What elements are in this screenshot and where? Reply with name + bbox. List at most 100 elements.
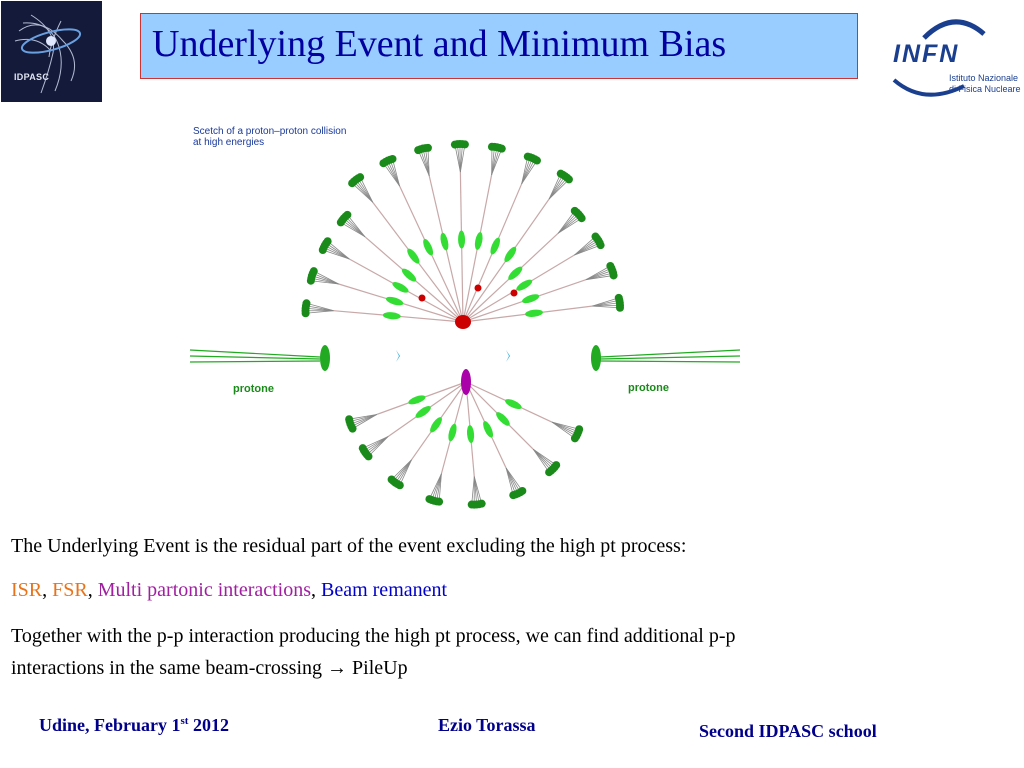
proton-left-blob	[320, 345, 330, 371]
hadron-track	[422, 148, 430, 176]
hadron-dot	[509, 491, 518, 500]
hadron-track	[532, 448, 552, 471]
radiation-vertex	[474, 284, 482, 292]
hadron-track	[574, 236, 596, 256]
hadron-track	[491, 148, 503, 175]
hadron-track	[425, 148, 430, 176]
hadron-track	[311, 277, 339, 285]
hadron-track	[585, 267, 612, 281]
hadron-track	[521, 157, 531, 185]
paragraph-definition: The Underlying Event is the residual par…	[11, 535, 687, 557]
hadron-track	[399, 459, 412, 486]
hadron-track	[345, 216, 366, 237]
hadron-dot	[467, 500, 476, 509]
hadron-track	[532, 448, 557, 466]
isr-marker	[506, 350, 510, 362]
footer-event: Second IDPASC school	[699, 721, 877, 741]
hadron-track	[387, 160, 400, 187]
hadron-track	[324, 245, 350, 260]
hadron-dot	[532, 156, 541, 165]
hadron-track	[551, 421, 577, 437]
hadron-track	[383, 162, 400, 187]
hadron-track	[429, 473, 442, 500]
hadron-track	[473, 476, 478, 505]
hadron-track	[548, 174, 564, 200]
cluster-blob	[407, 248, 420, 264]
collision-diagram	[189, 140, 741, 509]
cluster-blob	[474, 232, 483, 250]
hadron-dot	[564, 175, 573, 184]
hadron-dot	[545, 468, 554, 477]
hadron-track	[521, 156, 529, 185]
proton-beams	[189, 349, 741, 363]
cluster-blob	[423, 238, 434, 256]
cluster-blob	[483, 421, 494, 438]
hadron-track	[312, 273, 339, 285]
hadron-track	[368, 436, 389, 457]
hadron-track	[392, 158, 400, 187]
cluster-blob	[516, 279, 533, 291]
hadron-track	[305, 310, 334, 314]
hadron-track	[505, 467, 523, 492]
hadron-track	[551, 421, 578, 435]
cluster-blob	[385, 296, 404, 306]
term-multi-partonic-interactions: Multi partonic interactions	[97, 579, 311, 601]
hadron-dot	[309, 267, 318, 276]
footer-date-main: Udine, February 1	[39, 715, 181, 735]
hadron-track	[591, 302, 620, 307]
hadron-track	[491, 146, 495, 175]
cluster-blob	[504, 246, 517, 263]
hadron-track	[591, 297, 619, 307]
hadron-track	[391, 459, 412, 480]
hadron-track	[351, 182, 373, 203]
hadron-track	[311, 275, 339, 285]
hadron-track	[363, 436, 389, 451]
radiation-vertex	[510, 289, 518, 297]
hadron-track	[362, 436, 389, 449]
hadron-track	[433, 473, 442, 501]
hadron-track	[521, 159, 536, 185]
footer-date-year: 2012	[188, 715, 229, 735]
hadron-track	[521, 157, 533, 185]
cluster-blob	[448, 423, 457, 442]
radiation-vertex	[418, 294, 426, 302]
hadron-track	[305, 305, 334, 312]
title-box	[140, 13, 858, 79]
hadron-track	[325, 242, 350, 260]
hadron-dot	[302, 299, 311, 308]
hadron-track	[349, 414, 377, 420]
hadron-track	[395, 459, 412, 483]
hadron-track	[417, 149, 430, 177]
diagram-caption-line-2: at high energies	[193, 137, 265, 148]
hard-interaction-vertex	[455, 315, 471, 329]
hadron-track	[349, 414, 377, 423]
cluster-blob	[408, 395, 426, 405]
hadron-track	[306, 302, 334, 312]
hadron-dot	[388, 154, 397, 163]
hadron-track	[327, 240, 350, 260]
hadron-track	[353, 181, 374, 203]
cluster-blob	[525, 309, 543, 317]
hadron-track	[431, 473, 442, 501]
cluster-blob	[392, 282, 409, 293]
hadron-track	[459, 144, 466, 173]
hadron-track	[438, 473, 442, 502]
cluster-blob	[382, 312, 401, 320]
hadron-track	[365, 436, 389, 453]
cluster-blob	[496, 412, 510, 426]
hadron-track	[322, 249, 350, 260]
hadron-track	[420, 149, 430, 176]
hadron-dot	[387, 475, 396, 484]
hadron-track	[551, 421, 576, 439]
hadron-track	[343, 218, 366, 238]
hadron-track	[591, 299, 620, 307]
hadron-track	[592, 305, 621, 309]
paragraph-pileup-line-1: Together with the p-p interaction produc…	[11, 625, 736, 647]
hadron-track	[551, 421, 580, 430]
hadron-dot	[570, 434, 579, 443]
isr-marker	[396, 350, 400, 362]
infn-logo-arcs	[892, 19, 986, 97]
hadron-track	[548, 175, 566, 200]
hadron-track	[585, 270, 613, 281]
hadron-track	[532, 448, 555, 468]
